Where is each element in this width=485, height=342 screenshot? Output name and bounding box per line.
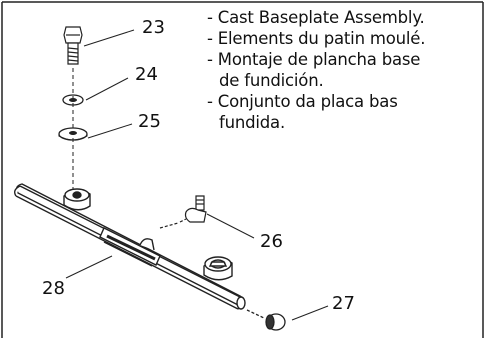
callout-28: 28	[42, 278, 65, 299]
leader-lines	[65, 29, 329, 321]
callout-27: 27	[332, 293, 355, 314]
callout-26: 26	[260, 231, 283, 252]
description-line-fr: - Elements du patin moulé.	[207, 29, 426, 48]
elbow-fitting-part	[159, 195, 207, 229]
callout-23: 23	[142, 17, 165, 38]
description-line-en: - Cast Baseplate Assembly.	[207, 8, 425, 27]
description-line-es-cont: de fundición.	[219, 71, 324, 90]
callout-24: 24	[135, 64, 158, 85]
bolt-part	[63, 26, 83, 65]
description-line-pt-cont: fundida.	[219, 113, 286, 132]
callout-25: 25	[138, 111, 161, 132]
assembly-description: - Cast Baseplate Assembly. - Elements du…	[207, 7, 425, 133]
description-line-es: - Montaje de plancha base	[207, 50, 421, 69]
description-line-pt: - Conjunto da placa bas	[207, 92, 398, 111]
baseplate-part	[13, 183, 246, 310]
end-cap-part	[246, 309, 286, 331]
